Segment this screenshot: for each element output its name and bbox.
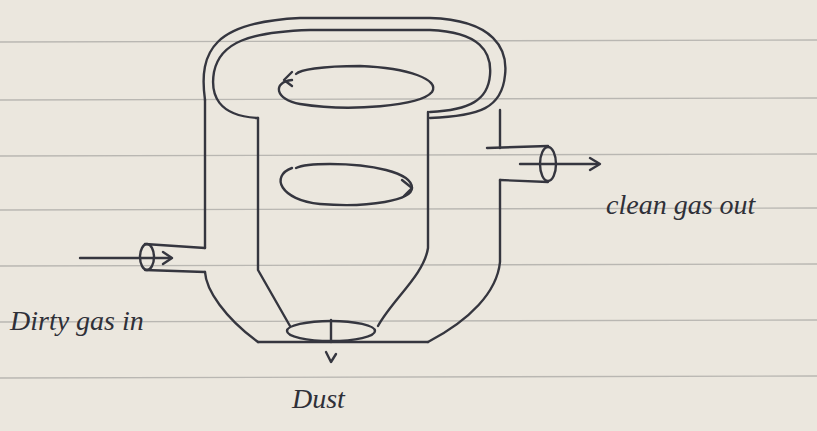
dust-valve bbox=[330, 320, 332, 342]
body-right bbox=[428, 110, 500, 342]
top-cap-outer bbox=[204, 18, 506, 118]
label-anchor: clean gas out bbox=[606, 190, 755, 221]
swirl-top-head bbox=[284, 72, 292, 86]
ruled-line bbox=[0, 264, 817, 266]
body-left bbox=[205, 100, 258, 342]
inner-left bbox=[258, 118, 290, 326]
ruled-lines bbox=[0, 40, 817, 378]
inlet-arrow-head bbox=[163, 252, 172, 264]
swirl-middle-head bbox=[402, 180, 412, 196]
annotation-label: Dirty gas in bbox=[10, 306, 144, 337]
ruled-line bbox=[0, 40, 817, 42]
outlet-arrow bbox=[520, 163, 598, 165]
cyclone-drawing bbox=[80, 18, 600, 362]
ruled-line bbox=[0, 376, 817, 378]
ruled-line bbox=[0, 98, 817, 100]
swirl-top bbox=[279, 66, 433, 108]
ruled-line bbox=[0, 154, 817, 156]
dust-outlet bbox=[287, 321, 375, 341]
label-anchor: Dust bbox=[292, 384, 345, 415]
inlet-arrow bbox=[80, 257, 170, 259]
dust-arrow bbox=[326, 352, 336, 362]
label-anchor: Dirty gas in bbox=[10, 306, 144, 337]
inner-right bbox=[378, 112, 428, 326]
outlet-arrow-head bbox=[590, 158, 600, 170]
swirl-middle bbox=[281, 164, 412, 205]
annotation-label: clean gas out bbox=[606, 190, 755, 221]
annotation-label: Dust bbox=[292, 384, 345, 415]
top-cap-inner bbox=[213, 30, 490, 118]
